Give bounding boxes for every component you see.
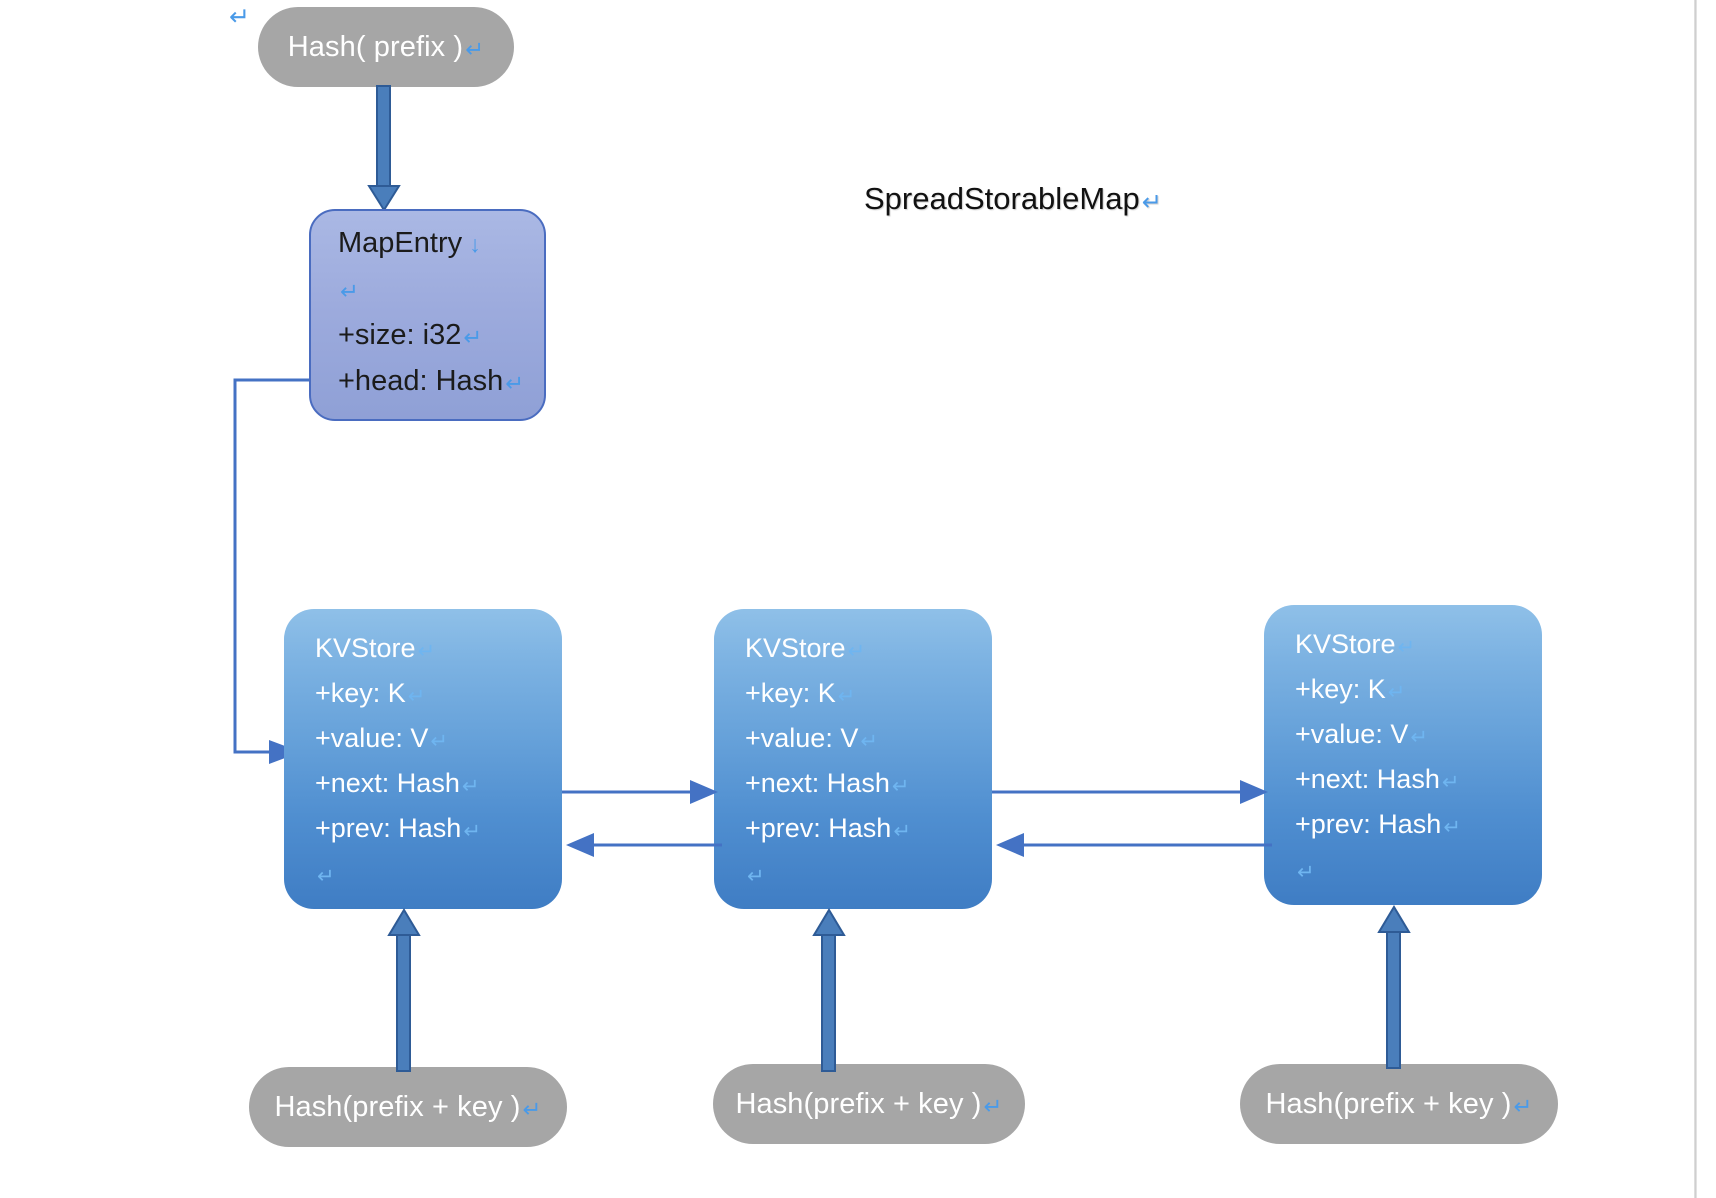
hash-prefix-key-node-1[interactable]: Hash(prefix + key )↵ [249, 1067, 567, 1147]
connector-hashprefix-to-mapentry [367, 85, 401, 212]
hash-prefix-label: Hash( prefix )↵ [287, 30, 485, 63]
return-mark-icon: ↵ [417, 640, 436, 663]
return-mark-icon: ↵ [983, 1093, 1003, 1119]
return-mark-icon: ↵ [891, 775, 910, 798]
return-mark-icon: ↵ [522, 1096, 542, 1122]
mapentry-node[interactable]: MapEntry↓ ↵ +size: i32↵ +head: Hash↵ [309, 209, 546, 421]
return-mark-icon: ↵ [1443, 816, 1461, 839]
page-right-edge [1694, 0, 1697, 1198]
return-mark-icon: ↵ [340, 279, 359, 304]
hash-prefix-node[interactable]: Hash( prefix )↵ [258, 7, 514, 87]
connector-prev-kvstore2-to-kvstore1 [566, 833, 722, 857]
connector-prev-kvstore3-to-kvstore2 [996, 833, 1272, 857]
return-mark-icon: ↵ [893, 820, 911, 843]
return-mark-icon: ↵ [317, 865, 335, 888]
kvstore-node-1[interactable]: KVStore↵ +key: K↵ +value: V↵ +next: Hash… [284, 609, 562, 909]
return-mark-icon: ↵ [465, 36, 485, 62]
mapentry-blank-line: ↵ [338, 275, 544, 321]
mapentry-class-name: MapEntry↓ [338, 227, 481, 259]
kvstore-field-value: +value: V↵ [315, 723, 448, 753]
kvstore-field-key: +key: K↵ [315, 678, 426, 708]
hash-prefix-key-label: Hash(prefix + key )↵ [274, 1090, 542, 1123]
connector-next-kvstore2-to-kvstore3 [992, 780, 1268, 804]
return-mark-icon: ↵ [407, 685, 426, 708]
kvstore-field-key: +key: K↵ [1295, 674, 1406, 704]
return-mark-icon: ↵ [1297, 861, 1315, 884]
connector-hash1-to-kvstore1 [387, 908, 421, 1072]
return-mark-icon: ↵ [1387, 681, 1406, 704]
return-mark-icon: ↵ [463, 820, 481, 843]
kvstore-class-name: KVStore↵ [1295, 629, 1416, 659]
hash-prefix-key-node-2[interactable]: Hash(prefix + key )↵ [713, 1064, 1025, 1144]
return-mark-icon: ↵ [461, 775, 480, 798]
return-mark-icon: ↵ [1441, 771, 1460, 794]
return-mark-icon: ↵ [1397, 636, 1416, 659]
stray-return-mark-icon: ↵ [229, 3, 250, 31]
kvstore-field-value: +value: V↵ [1295, 719, 1428, 749]
kvstore-field-prev: +prev: Hash↵ [315, 813, 481, 843]
return-mark-icon: ↵ [463, 325, 483, 350]
kvstore-blank-line: ↵ [1295, 856, 1542, 901]
kvstore-field-next: +next: Hash↵ [315, 768, 480, 798]
return-mark-icon: ↵ [1141, 189, 1162, 216]
return-mark-icon: ↵ [860, 730, 878, 753]
kvstore-node-2[interactable]: KVStore↵ +key: K↵ +value: V↵ +next: Hash… [714, 609, 992, 909]
kvstore-blank-line: ↵ [745, 860, 992, 905]
return-mark-icon: ↵ [847, 640, 866, 663]
return-mark-icon: ↵ [837, 685, 856, 708]
connector-next-kvstore1-to-kvstore2 [562, 780, 718, 804]
kvstore-field-next: +next: Hash↵ [1295, 764, 1460, 794]
return-mark-icon: ↵ [505, 371, 525, 396]
kvstore-class-name: KVStore↵ [745, 633, 866, 663]
hash-prefix-key-label: Hash(prefix + key )↵ [1265, 1087, 1533, 1120]
return-mark-icon: ↵ [1513, 1093, 1533, 1119]
kvstore-blank-line: ↵ [315, 860, 562, 905]
hash-prefix-key-node-3[interactable]: Hash(prefix + key )↵ [1240, 1064, 1558, 1144]
kvstore-class-name: KVStore↵ [315, 633, 436, 663]
kvstore-field-value: +value: V↵ [745, 723, 878, 753]
return-mark-icon: ↵ [747, 865, 765, 888]
mapentry-field-head: +head: Hash↵ [338, 365, 525, 397]
page-title-text: SpreadStorableMap [864, 181, 1140, 216]
return-mark-icon: ↵ [430, 730, 448, 753]
soft-break-icon: ↓ [469, 231, 481, 257]
hash-prefix-key-label: Hash(prefix + key )↵ [735, 1087, 1003, 1120]
connector-hash2-to-kvstore2 [812, 908, 846, 1072]
kvstore-field-next: +next: Hash↵ [745, 768, 910, 798]
kvstore-field-key: +key: K↵ [745, 678, 856, 708]
kvstore-field-prev: +prev: Hash↵ [1295, 809, 1461, 839]
kvstore-field-prev: +prev: Hash↵ [745, 813, 911, 843]
page-title: SpreadStorableMap↵ [864, 181, 1162, 217]
return-mark-icon: ↵ [1410, 726, 1428, 749]
connector-hash3-to-kvstore3 [1377, 905, 1411, 1069]
kvstore-node-3[interactable]: KVStore↵ +key: K↵ +value: V↵ +next: Hash… [1264, 605, 1542, 905]
mapentry-field-size: +size: i32↵ [338, 319, 483, 351]
